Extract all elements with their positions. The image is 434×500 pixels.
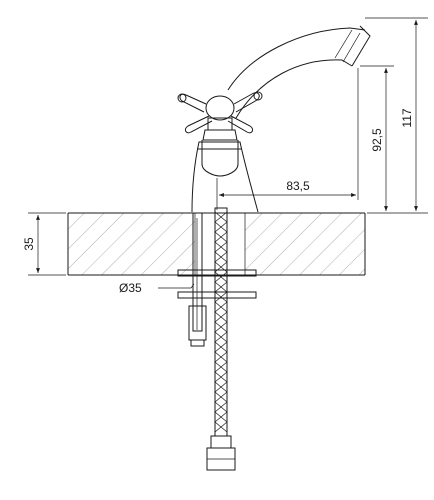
label-height-total: 117 — [400, 108, 414, 127]
supply-hose — [206, 207, 236, 471]
spout — [227, 25, 371, 119]
mounting-stud — [177, 212, 257, 347]
label-reach: 83,5 — [286, 179, 310, 193]
countertop-section — [67, 212, 366, 276]
label-counter-thickness: 35 — [22, 237, 36, 251]
label-mount-diameter: Ø35 — [119, 281, 142, 295]
dimension-mount-diameter: Ø35 — [119, 281, 195, 295]
label-height-spout: 92,5 — [370, 128, 384, 152]
dimension-spout-height: 92,5 — [360, 65, 394, 211]
faucet-body — [191, 117, 259, 213]
dimension-counter-thickness: 35 — [22, 212, 66, 276]
cross-handle — [177, 91, 263, 134]
dimension-reach: 83,5 — [216, 68, 359, 210]
dimension-total-height: 117 — [365, 17, 428, 214]
